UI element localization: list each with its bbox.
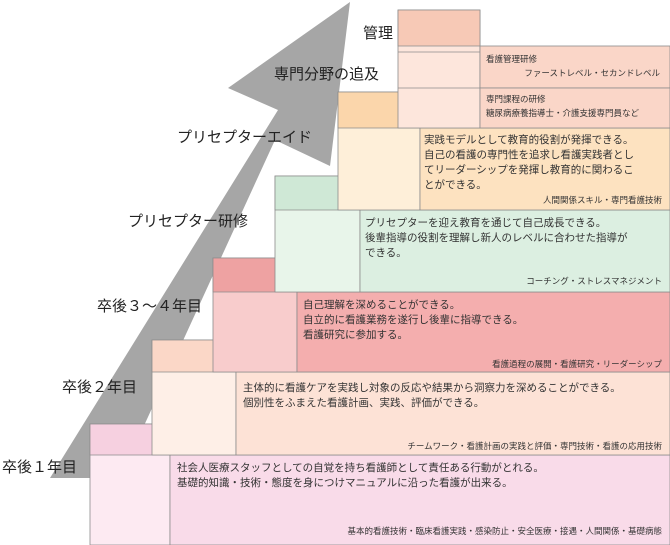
level-1-goals: 社会人医療スタッフとしての自覚を持ち看護師として責任ある行動がとれる。 基礎的知…: [177, 461, 544, 491]
level-6-label: 専門分野の追及: [274, 65, 380, 83]
level-1-skills: 基本的看護技術・臨床看護実践・感染防止・安全医療・接遇・人間関係・基礎病態: [347, 527, 662, 537]
level-5-goal-line: とができる。: [424, 179, 487, 191]
step-level-top: [397, 9, 670, 129]
level-4-skills: コーチング・ストレスマネジメント: [526, 277, 662, 287]
level-3-goals: 自己理解を深めることができる。 自立的に看護業務を遂行し後輩に指導できる。 看護…: [303, 298, 523, 343]
level-5-goal-line: 自己の看護の専門性を追求し看護実践者とし: [424, 149, 634, 161]
step-level-3: [212, 257, 670, 373]
level-5-goal-line: 実践モデルとして教育的役割が発揮できる。: [424, 134, 634, 146]
step-top-side: [397, 9, 481, 47]
level-3-skills: 看護過程の展開・看護研究・リーダーシップ: [492, 360, 662, 370]
level-4-goal-line: 後輩指導の役割を理解し新人のレベルに合わせた指導が: [365, 232, 628, 244]
level-1-goal-line: 社会人医療スタッフとしての自覚を持ち看護師として責任ある行動がとれる。: [177, 462, 544, 474]
step-level-4-front: [359, 209, 670, 293]
step-level-4: [274, 175, 670, 293]
step-level-2-front: [235, 371, 670, 456]
step-level-7-front: [479, 45, 670, 89]
level-2-label: 卒後２年目: [62, 378, 138, 396]
step-level-5: [337, 91, 670, 211]
level-3-label: 卒後３～４年目: [97, 297, 203, 315]
step-level-6-front: [479, 87, 670, 129]
step-level-1-front: [169, 454, 670, 545]
level-1-goal-line: 基礎的知識・技術・態度を身につけマニュアルに沿った看護が出来る。: [177, 477, 513, 489]
level-7-levels: ファーストレベル・セカンドレベル: [524, 69, 660, 79]
level-2-skills: チームワーク・看護計画の実践と評価・専門技術・看護の応用技術: [407, 442, 662, 452]
level-2-goal-line: 主体的に看護ケアを実践し対象の反応や結果から洞察力を深めることができる。: [243, 382, 621, 394]
step-level-5-front: [419, 127, 670, 211]
level-3-goal-line: 自立的に看護業務を遂行し後輩に指導できる。: [303, 314, 524, 326]
level-1-label: 卒後１年目: [2, 458, 78, 476]
growth-arrow: [50, 2, 350, 478]
level-2-goals: 主体的に看護ケアを実践し対象の反応や結果から洞察力を深めることができる。 個別性…: [243, 381, 621, 411]
level-4-label: プリセプター研修: [128, 212, 249, 230]
level-3-goal-line: 看護研究に参加する。: [303, 329, 408, 341]
level-5-skills: 人間関係スキル・専門看護技術: [542, 196, 662, 206]
level-3-goal-line: 自己理解を深めることができる。: [303, 299, 461, 311]
level-5-goals: 実践モデルとして教育的役割が発揮できる。 自己の看護の専門性を追求し看護実践者と…: [424, 133, 634, 193]
level-2-goal-line: 個別性をふまえた看護計画、実践、評価ができる。: [243, 397, 485, 409]
step-level-1: [89, 423, 670, 545]
step-level-3-front: [296, 291, 670, 373]
level-7-training: 看護管理研修: [486, 55, 538, 65]
level-5-label: プリセプターエイド: [177, 128, 313, 146]
level-6-training: 専門課程の研修: [486, 95, 546, 105]
level-7-label: 管理: [363, 24, 394, 42]
level-4-goal-line: できる。: [365, 247, 407, 259]
level-4-goals: プリセプターを迎え教育を通じて自己成長できる。 後輩指導の役割を理解し新人のレベ…: [365, 216, 628, 261]
level-5-goal-line: てリーダーシップを発揮し教育的に関わるこ: [424, 164, 634, 176]
level-6-qualifications: 糖尿病療養指導士・介護支援専門員など: [486, 109, 640, 119]
level-4-goal-line: プリセプターを迎え教育を通じて自己成長できる。: [365, 217, 607, 229]
